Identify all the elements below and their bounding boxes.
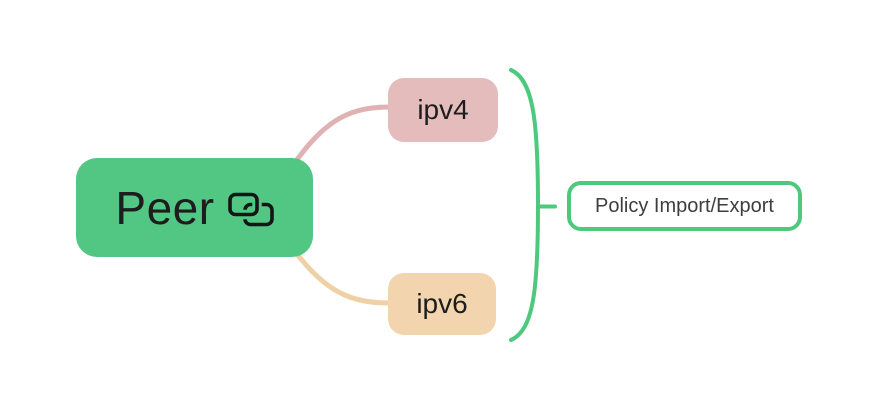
node-ipv4[interactable]: ipv4 [388, 78, 498, 142]
summary-brace [509, 68, 541, 342]
summary-node-policy-import-export[interactable]: Policy Import/Export [567, 181, 802, 231]
peer-ipv6-link [291, 247, 393, 306]
peer-ipv4-link [291, 104, 393, 167]
node-ipv6[interactable]: ipv6 [388, 273, 496, 335]
node-peer[interactable]: Peer [76, 158, 313, 257]
link-icon [227, 192, 274, 227]
node-peer-label: Peer [115, 181, 215, 234]
node-ipv6-label: ipv6 [416, 288, 468, 319]
node-ipv4-label: ipv4 [417, 94, 469, 125]
summary-node-label: Policy Import/Export [595, 195, 774, 217]
